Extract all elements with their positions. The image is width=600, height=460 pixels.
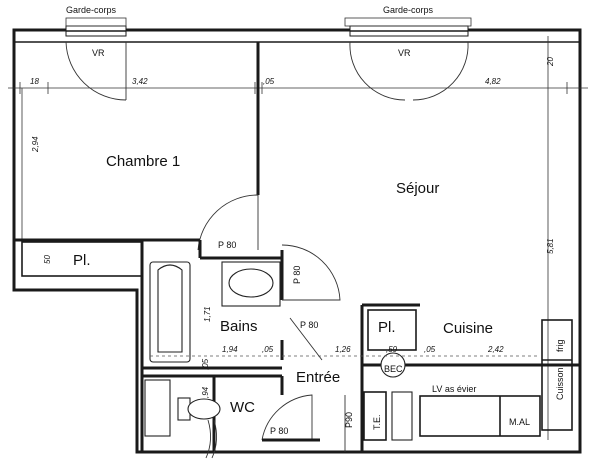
door-leaf-entree	[289, 317, 323, 361]
dim-wc-05: ,05	[201, 358, 210, 370]
label-te: T.E.	[372, 414, 382, 430]
room-wc: WC	[230, 399, 255, 416]
label-bec: BEC	[384, 364, 403, 374]
door-arc-window-right-b	[412, 41, 469, 101]
kitchen-appliance-column	[541, 319, 573, 431]
door-arc-window-left	[65, 41, 127, 101]
room-placard-chambre: Pl.	[73, 252, 91, 269]
dim-top-482: 4,82	[485, 77, 501, 86]
dim-left-294: 2,94	[31, 136, 40, 153]
label-p80-side: P 80	[292, 266, 302, 284]
dim-top-342: 3,42	[132, 77, 148, 86]
label-p80-wc: P 80	[270, 426, 288, 436]
door-arc-window-right-a	[349, 41, 406, 101]
room-sejour: Séjour	[396, 180, 439, 197]
room-cuisine: Cuisine	[443, 320, 493, 337]
dim-top-05: ,05	[263, 77, 275, 86]
dim-bottom-05b: ,05	[424, 345, 436, 354]
dim-bottom-05a: ,05	[262, 345, 274, 354]
toilet-bowl	[187, 398, 221, 420]
shaft-left	[144, 379, 171, 437]
outer-wall	[12, 28, 582, 454]
toilet-pipes	[205, 419, 217, 459]
dim-bottom-242: 2,42	[487, 345, 504, 354]
bec-boiler	[380, 352, 406, 378]
dim-bottom-126: 1,26	[335, 345, 351, 354]
dim-bains-171: 1,71	[203, 306, 212, 322]
label-p80-bains: P 80	[300, 320, 318, 330]
door-arc-bains	[281, 244, 341, 301]
sink-bains	[228, 268, 274, 298]
label-p80-chambre: P 80	[218, 240, 236, 250]
label-frig: frig	[555, 339, 565, 352]
room-entree: Entrée	[296, 369, 340, 386]
dim-top-18: 18	[30, 77, 39, 86]
bathtub-basin	[157, 264, 183, 353]
room-placard-cuisine: Pl.	[378, 319, 396, 336]
kitchen-counter	[419, 395, 541, 437]
dim-right-20: 20	[546, 57, 555, 67]
garde-corps-right-box	[344, 17, 472, 27]
dim-right-581: 5,81	[546, 238, 555, 254]
label-vr-left: VR	[92, 48, 105, 58]
dim-left-50: 50	[43, 255, 52, 264]
label-p90: P90	[344, 412, 354, 428]
placard-cuisine-box	[367, 309, 417, 351]
door-arc-wc	[261, 394, 313, 441]
dim-bottom-59: ,59	[386, 345, 398, 354]
shaft-right	[391, 391, 413, 441]
label-cuisson: Cuisson	[555, 367, 565, 400]
label-mal: M.AL	[509, 417, 530, 427]
dim-bottom-194: 1,94	[222, 345, 238, 354]
room-chambre: Chambre 1	[106, 153, 180, 170]
label-garde-corps-right: Garde-corps	[383, 5, 434, 15]
wall-bains-top	[198, 240, 282, 260]
te-panel	[363, 391, 387, 441]
dim-wc-94: ,94	[201, 386, 210, 398]
label-lv-evier: LV as évier	[432, 384, 476, 394]
label-garde-corps-left: Garde-corps	[66, 5, 117, 15]
garde-corps-left-box	[65, 17, 127, 27]
room-bains: Bains	[220, 318, 258, 335]
label-vr-right: VR	[398, 48, 411, 58]
